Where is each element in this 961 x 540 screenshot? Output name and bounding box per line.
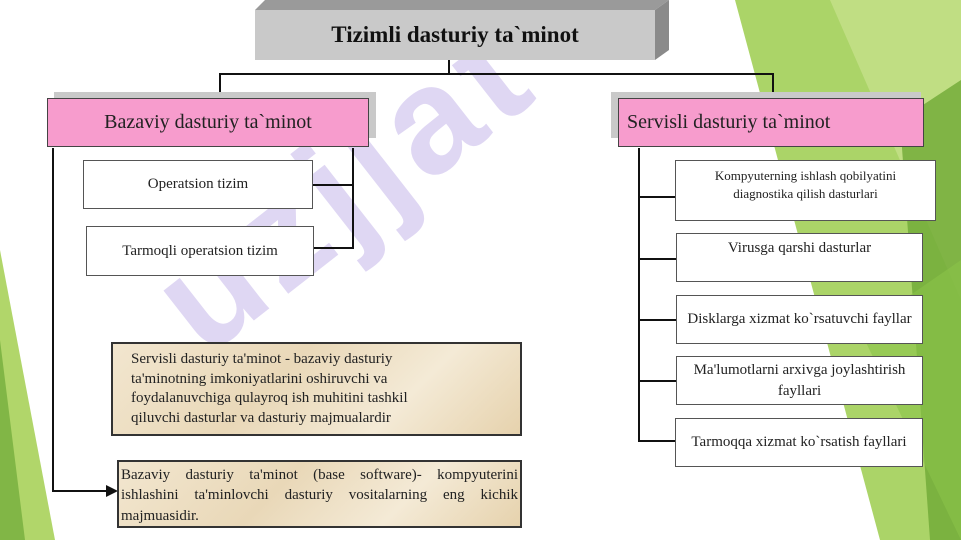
connector [638,258,676,260]
right-branch-title: Servisli dasturiy ta`minot [618,98,924,147]
connector [219,73,221,99]
connector [52,490,110,492]
connector [638,148,640,442]
right-item-diagnostika: Kompyuterning ishlash qobilyatini diagno… [675,160,936,221]
connector [448,60,450,74]
connector [352,148,354,249]
right-item-arxivga: Ma'lumotlarni arxivga joylashtirish fayl… [676,356,923,405]
left-branch-title: Bazaviy dasturiy ta`minot [47,98,369,147]
connector [313,247,353,249]
connector [219,73,774,75]
connector [638,196,676,198]
right-item-tarmoqqa-xizmat: Tarmoqqa xizmat ko`rsatish fayllari [675,418,923,467]
arrow-head [106,485,118,497]
connector [638,440,676,442]
connector [52,148,54,492]
root-title: Tizimli dasturiy ta`minot [331,22,579,47]
base-definition-note: Bazaviy dasturiy ta'minot (base software… [117,460,522,528]
connector [638,380,676,382]
right-item-disklarga-xizmat: Disklarga xizmat ko`rsatuvchi fayllar [676,295,923,344]
connector [772,73,774,99]
connector [313,184,353,186]
left-item-tarmoqli-operatsion-tizim: Tarmoqli operatsion tizim [86,226,314,276]
service-definition-note: Servisli dasturiy ta'minot - bazaviy das… [111,342,522,436]
right-item-virusga-qarshi: Virusga qarshi dasturlar [676,233,923,282]
left-item-operatsion-tizim: Operatsion tizim [83,160,313,209]
connector [638,319,676,321]
title-box-bevel [255,0,669,60]
